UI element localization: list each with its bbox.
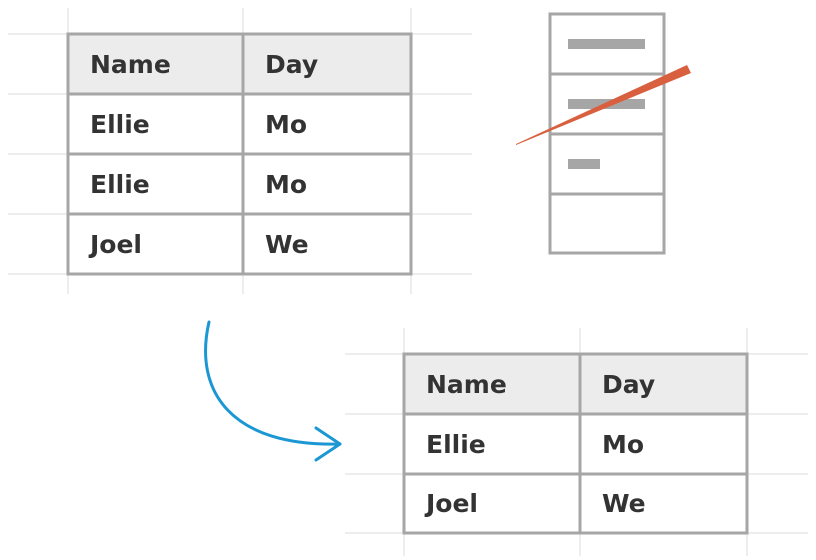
- list-bar-1: [568, 39, 645, 49]
- source-row-1-day: Mo: [265, 109, 308, 139]
- result-row-1-day: Mo: [602, 429, 645, 459]
- source-header-name: Name: [90, 49, 171, 79]
- source-row-2-name: Ellie: [90, 169, 150, 199]
- source-row-3-name: Joel: [90, 229, 143, 259]
- source-row-1-name: Ellie: [90, 109, 150, 139]
- result-row-2-name: Joel: [426, 489, 479, 518]
- source-row-3-day: We: [265, 229, 309, 259]
- source-header-day: Day: [265, 49, 319, 79]
- result-row-1-name: Ellie: [426, 429, 486, 459]
- strike-through-line: [516, 65, 691, 145]
- result-header-name: Name: [426, 369, 507, 399]
- source-row-2-day: Mo: [265, 169, 308, 199]
- result-row-2-day: We: [602, 489, 646, 518]
- result-header-day: Day: [602, 369, 656, 399]
- list-bar-3: [568, 159, 600, 169]
